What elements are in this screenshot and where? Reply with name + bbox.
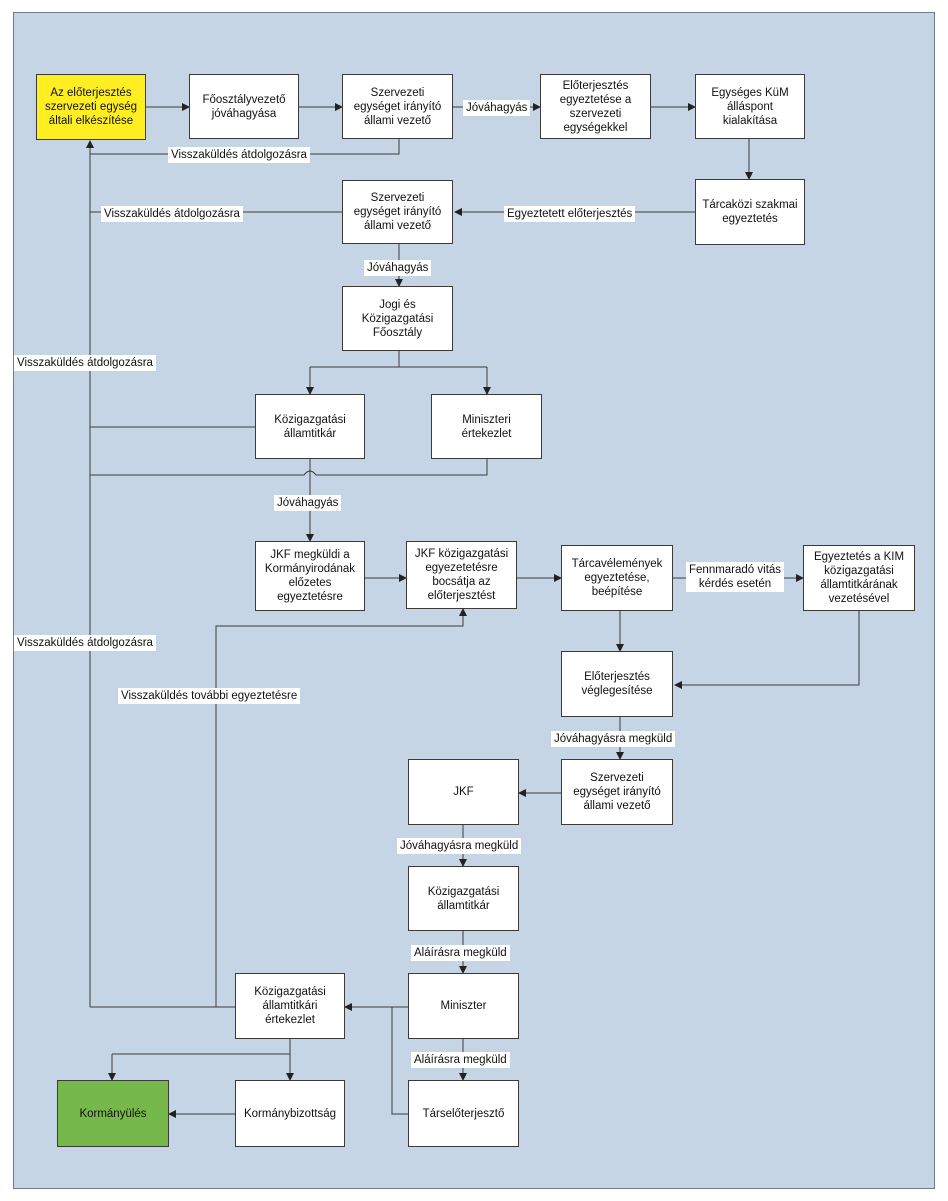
node-legal-department[interactable]: Jogi és Közigazgatási Főosztály — [342, 286, 453, 351]
label-approval-1: Jóváhagyás — [463, 100, 531, 116]
node-administrative-secretary-1[interactable]: Közigazgatási államtitkár — [255, 394, 365, 459]
label-disputed-issue: Fennmaradó vitás kérdés esetén — [686, 562, 785, 592]
node-department-head-approval[interactable]: Főosztályvezető jóváhagyása — [189, 74, 299, 139]
label-agreed-draft: Egyeztetett előterjesztés — [504, 206, 636, 222]
label-approval-2: Jóváhagyás — [364, 260, 432, 276]
label-return-4: Visszaküldés átdolgozásra — [14, 635, 156, 651]
return-n10 — [90, 459, 488, 476]
arrow-n14-n15 — [674, 611, 860, 689]
node-interministerial-consultation[interactable]: Tárcaközi szakmai egyeztetés — [695, 179, 805, 245]
node-jkf-public-consultation[interactable]: JKF közigazgatási egyezetetésre bocsátja… — [406, 541, 517, 609]
label-send-signature-1: Aláírásra megküld — [411, 945, 510, 961]
return-n19-n12 — [215, 608, 467, 1007]
label-return-3: Visszaküldés átdolgozásra — [14, 355, 156, 371]
node-finalization[interactable]: Előterjesztés véglegesítése — [561, 651, 673, 717]
label-return-1: Visszaküldés átdolgozásra — [168, 147, 310, 163]
node-co-submitter[interactable]: Társelőterjesztő — [408, 1080, 519, 1147]
node-jkf-government-office[interactable]: JKF megküldi a Kormányirodának előzetes … — [255, 541, 365, 611]
node-secretaries-meeting[interactable]: Közigazgatási államtitkári értekezlet — [235, 973, 345, 1039]
node-minister[interactable]: Miniszter — [408, 973, 519, 1039]
label-approval-3: Jóváhagyás — [274, 495, 342, 511]
label-return-2: Visszaküldés átdolgozásra — [101, 206, 243, 222]
node-state-leader-1[interactable]: Szervezeti egységet irányító állami veze… — [342, 74, 453, 139]
node-unit-consultation[interactable]: Előterjesztés egyeztetése a szervezeti e… — [540, 74, 651, 139]
node-government-committee[interactable]: Kormánybizottság — [235, 1080, 345, 1147]
label-return-further: Visszaküldés további egyeztetésre — [118, 688, 301, 704]
node-state-leader-3[interactable]: Szervezeti egységet irányító állami veze… — [561, 759, 673, 825]
node-kum-position[interactable]: Egységes KüM álláspont kialakítása — [695, 74, 805, 139]
node-jkf[interactable]: JKF — [408, 759, 519, 825]
node-ministry-opinions[interactable]: Tárcavélemények egyeztetése, beépítése — [561, 545, 673, 611]
label-send-approval-2: Jóváhagyásra megküld — [397, 838, 522, 854]
arrow-n23-n19 — [391, 1007, 408, 1115]
label-send-approval-1: Jóváhagyásra megküld — [551, 731, 676, 747]
node-government-meeting[interactable]: Kormányülés — [57, 1080, 169, 1147]
label-send-signature-2: Aláírásra megküld — [411, 1052, 510, 1068]
node-ministerial-meeting[interactable]: Miniszteri értekezlet — [431, 394, 542, 459]
node-administrative-secretary-2[interactable]: Közigazgatási államtitkár — [408, 866, 519, 931]
node-draft-preparation[interactable]: Az előterjesztés szervezeti egység által… — [36, 74, 146, 140]
node-kim-reconciliation[interactable]: Egyeztetés a KIM közigazgatási államtitk… — [803, 545, 915, 611]
node-state-leader-2[interactable]: Szervezeti egységet irányító állami veze… — [342, 180, 453, 244]
